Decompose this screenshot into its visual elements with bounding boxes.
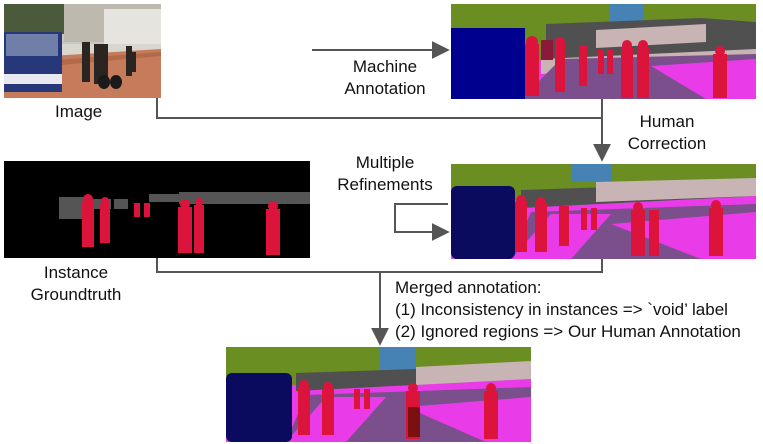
human-correction-label: Human Correction [612, 111, 722, 155]
image-label: Image [55, 102, 103, 121]
human-correction-line2: Correction [627, 134, 707, 153]
instance-groundtruth-label: Instance Groundtruth [20, 262, 132, 306]
multiple-refinements-line2: Refinements [337, 175, 433, 194]
human-corrected-map [451, 164, 756, 259]
arrow-image-to-human [156, 98, 602, 119]
machine-annotation-label: Machine Annotation [330, 56, 440, 100]
connector-merge [156, 258, 603, 273]
merged-annotation-label: Merged annotation: (1) Inconsistency in … [395, 277, 741, 343]
merged-annotation-map [226, 347, 531, 442]
human-correction-line1: Human [639, 112, 695, 131]
image-photo [4, 4, 161, 98]
arrow-refinement-loop [394, 203, 450, 241]
machine-annotation-line2: Annotation [344, 79, 426, 98]
merged-annotation-rule1: (1) Inconsistency in instances => `void’… [395, 300, 728, 319]
instance-groundtruth-map [4, 161, 310, 258]
machine-annotation-line1: Machine [352, 57, 418, 76]
multiple-refinements-line1: Multiple [355, 153, 415, 172]
machine-annotation-map [451, 4, 756, 99]
instance-groundtruth-line2: Groundtruth [30, 285, 122, 304]
multiple-refinements-label: Multiple Refinements [330, 152, 440, 196]
merged-annotation-title: Merged annotation: [395, 278, 542, 297]
instance-groundtruth-line1: Instance [43, 263, 109, 282]
merged-annotation-rule2: (2) Ignored regions => Our Human Annotat… [395, 322, 741, 341]
